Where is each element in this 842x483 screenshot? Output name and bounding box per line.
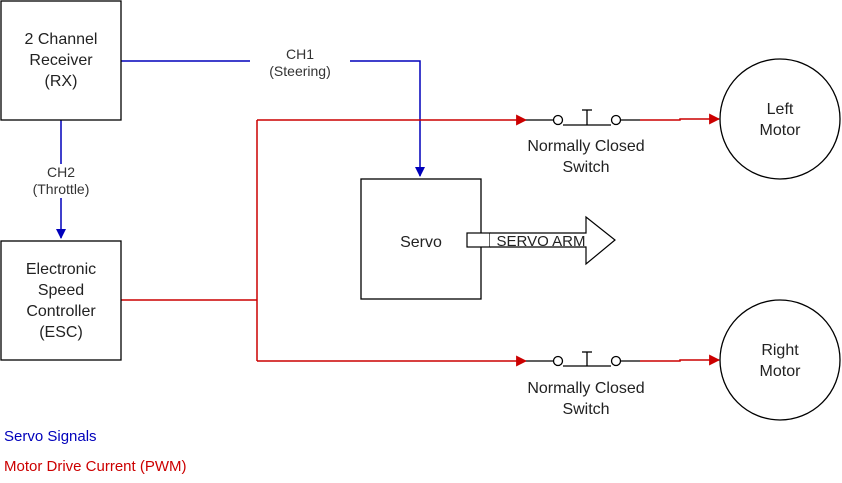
left-motor-label-line: Motor	[759, 122, 801, 139]
ch2-label: CH2 (Throttle)	[16, 164, 106, 198]
ch1-label-line: (Steering)	[269, 63, 331, 79]
esc-label-line: Controller	[26, 303, 96, 320]
servo-label: Servo	[361, 232, 481, 253]
ch1-label: CH1 (Steering)	[250, 46, 350, 80]
ch2-label-line: (Throttle)	[32, 181, 90, 197]
switch-top-label-line: Switch	[562, 159, 610, 176]
right-motor-circle	[719, 299, 841, 421]
servo-box	[360, 178, 482, 300]
ch1-label-line: CH1	[285, 46, 314, 62]
right-motor-label: Right Motor	[720, 340, 840, 382]
wire-to-left-motor	[640, 113, 721, 125]
servo-arm-label-text: SERVO ARM	[496, 233, 586, 250]
servo-arm-label: SERVO ARM	[486, 231, 596, 252]
left-motor-circle	[719, 58, 841, 180]
switch-top-symbol	[526, 109, 640, 126]
ch2-label-line: CH2	[46, 164, 75, 180]
esc-label: Electronic Speed Controller (ESC)	[1, 259, 121, 343]
wire-to-right-motor	[640, 354, 721, 366]
esc-label-line: Electronic	[25, 261, 97, 278]
switch-top-label: Normally Closed Switch	[506, 136, 666, 178]
receiver-box	[0, 0, 122, 121]
legend-motor-current: Motor Drive Current (PWM)	[4, 458, 187, 475]
servo-arm-shape	[490, 215, 616, 266]
legend-servo-signals: Servo Signals	[4, 428, 97, 445]
switch-bottom-label-line: Switch	[562, 401, 610, 418]
receiver-label-line: Receiver	[29, 52, 93, 69]
receiver-label-line: 2 Channel	[24, 31, 98, 48]
switch-bottom-label-line: Normally Closed	[527, 380, 645, 397]
left-motor-label: Left Motor	[720, 99, 840, 141]
switch-bottom-label: Normally Closed Switch	[506, 378, 666, 420]
esc-box	[0, 240, 122, 361]
right-motor-label-line: Motor	[759, 363, 801, 380]
switch-bottom-symbol	[526, 351, 640, 367]
servo-label-text: Servo	[400, 234, 442, 251]
left-motor-label-line: Left	[766, 101, 794, 118]
right-motor-label-line: Right	[761, 342, 799, 359]
switch-top-label-line: Normally Closed	[527, 138, 645, 155]
receiver-label-line: (RX)	[44, 73, 78, 90]
ch1-steering-wire	[121, 60, 425, 177]
receiver-label: 2 Channel Receiver (RX)	[1, 29, 121, 92]
esc-label-line: Speed	[37, 282, 85, 299]
esc-label-line: (ESC)	[39, 324, 83, 341]
